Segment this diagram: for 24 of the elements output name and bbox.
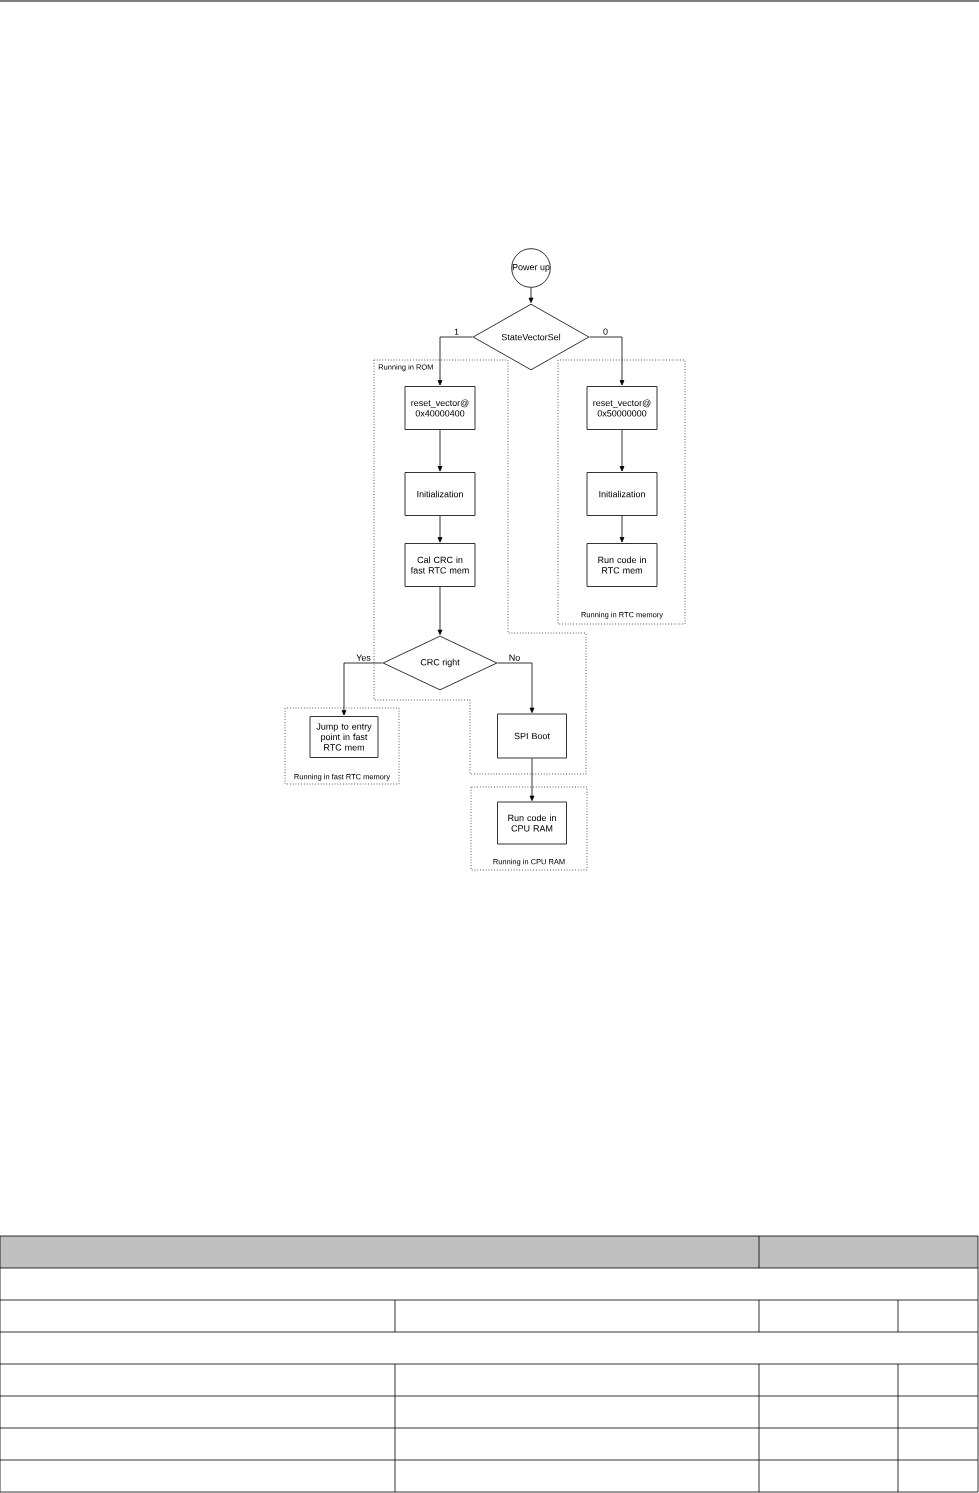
process-box: Run code in CPU RAM	[497, 801, 567, 845]
process-box: Initialization	[586, 472, 658, 516]
edge-label: No	[507, 653, 522, 662]
process-box: SPI Boot	[497, 713, 567, 759]
edge-label: Yes	[355, 653, 372, 662]
edge-label: 1	[453, 327, 460, 336]
arrow	[529, 758, 535, 801]
arrow	[437, 336, 473, 386]
arrow	[341, 662, 383, 716]
process-box: reset_vector@ 0x50000000	[586, 386, 658, 430]
arrow	[437, 429, 443, 472]
arrow	[528, 287, 534, 303]
arrow	[589, 336, 625, 386]
process-box: Initialization	[404, 472, 476, 516]
arrow	[437, 515, 443, 543]
arrow	[619, 429, 625, 472]
edge-label: 0	[602, 327, 609, 336]
arrow	[437, 586, 443, 635]
process-box: Cal CRC in fast RTC mem	[404, 543, 476, 587]
arrow	[497, 662, 535, 713]
process-box: reset_vector@ 0x40000400	[404, 386, 476, 430]
process-box: Jump to entry point in fast RTC mem	[309, 716, 379, 758]
arrow	[619, 515, 625, 543]
process-box: Run code in RTC mem	[586, 543, 658, 587]
